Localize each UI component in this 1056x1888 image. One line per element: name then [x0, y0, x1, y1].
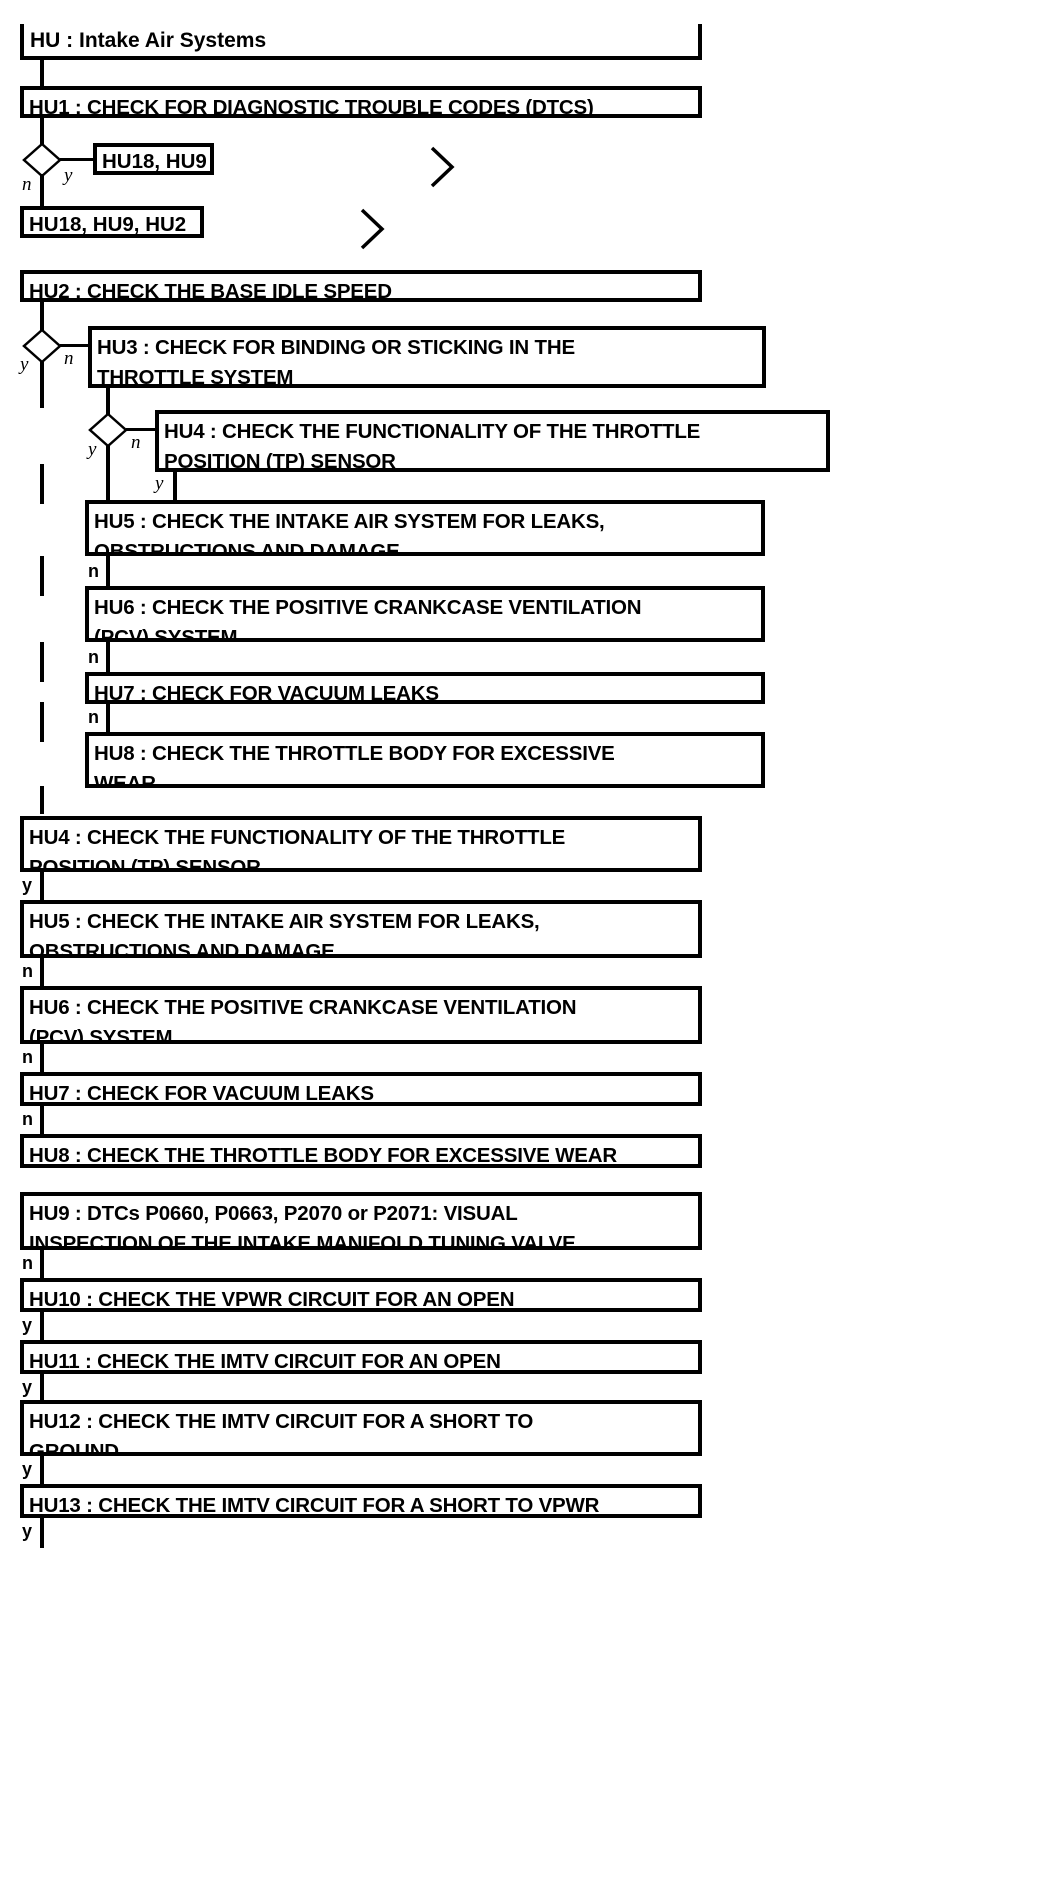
node-hu3-branch[interactable]: HU3 : CHECK FOR BINDING OR STICKING IN T… [88, 326, 766, 388]
branch-label-hu13-y: y [22, 1521, 33, 1541]
node-hu4-main[interactable]: HU4 : CHECK THE FUNCTIONALITY OF THE THR… [20, 816, 702, 872]
edge-hu4branch-yes [173, 472, 177, 502]
edge-hu4main-yes [40, 872, 44, 900]
node-hu11[interactable]: HU11 : CHECK THE IMTV CIRCUIT FOR AN OPE… [20, 1340, 702, 1374]
edge-spine-segment-6 [40, 786, 44, 814]
edge-hu13-yes [40, 1518, 44, 1548]
edge-hu5main-no [40, 958, 44, 986]
edge-hu7branch-no [106, 704, 110, 732]
branch-label-hu5main-n: n [22, 961, 33, 981]
edge-hu2-to-decision2 [40, 302, 44, 330]
branch-label-d2-y: y [20, 354, 29, 375]
branch-label-hu11-y: y [22, 1377, 33, 1397]
edge-hu1-to-decision1 [40, 118, 44, 144]
branch-label-hu6main-n: n [22, 1047, 33, 1067]
node-hu5-branch[interactable]: HU5 : CHECK THE INTAKE AIR SYSTEM FOR LE… [85, 500, 765, 556]
branch-label-d3-n: n [131, 432, 141, 453]
node-hu7-branch[interactable]: HU7 : CHECK FOR VACUUM LEAKS [85, 672, 765, 704]
node-hu8-main[interactable]: HU8 : CHECK THE THROTTLE BODY FOR EXCESS… [20, 1134, 702, 1168]
node-title[interactable]: HU : Intake Air Systems [20, 24, 702, 60]
decision-diamond-1[interactable] [22, 142, 62, 178]
branch-label-hu7main-n: n [22, 1109, 33, 1129]
branch-label-hu10-y: y [22, 1315, 33, 1335]
node-hu9[interactable]: HU9 : DTCs P0660, P0663, P2070 or P2071:… [20, 1192, 702, 1250]
node-hu7-main[interactable]: HU7 : CHECK FOR VACUUM LEAKS [20, 1072, 702, 1106]
node-hu10[interactable]: HU10 : CHECK THE VPWR CIRCUIT FOR AN OPE… [20, 1278, 702, 1312]
node-hu6-branch[interactable]: HU6 : CHECK THE POSITIVE CRANKCASE VENTI… [85, 586, 765, 642]
edge-hu10-yes [40, 1312, 44, 1340]
edge-decision1-no [40, 174, 44, 206]
title-right-stub [698, 24, 702, 60]
edge-hu6branch-no [106, 642, 110, 672]
edge-hu11-yes [40, 1374, 44, 1400]
edge-spine-segment-1 [40, 362, 44, 408]
edge-hu5branch-no [106, 556, 110, 586]
branch-label-d1-n: n [22, 174, 32, 195]
edge-hu6main-no [40, 1044, 44, 1072]
branch-label-hu6branch-n: n [88, 647, 99, 667]
branch-label-hu5branch-n: n [88, 561, 99, 581]
node-hu8-branch[interactable]: HU8 : CHECK THE THROTTLE BODY FOR EXCESS… [85, 732, 765, 788]
branch-label-d3-y: y [88, 439, 97, 460]
node-hu13[interactable]: HU13 : CHECK THE IMTV CIRCUIT FOR A SHOR… [20, 1484, 702, 1518]
edge-decision1-yes [60, 158, 95, 161]
node-hu5-main[interactable]: HU5 : CHECK THE INTAKE AIR SYSTEM FOR LE… [20, 900, 702, 958]
node-hu12[interactable]: HU12 : CHECK THE IMTV CIRCUIT FOR A SHOR… [20, 1400, 702, 1456]
node-hu4-branch[interactable]: HU4 : CHECK THE FUNCTIONALITY OF THE THR… [155, 410, 830, 472]
branch-label-hu4branch-y: y [155, 473, 164, 494]
edge-hu3-to-decision3 [106, 388, 110, 416]
node-hu1[interactable]: HU1 : CHECK FOR DIAGNOSTIC TROUBLE CODES… [20, 86, 702, 118]
edge-hu7main-no [40, 1106, 44, 1134]
edge-spine-segment-5 [40, 702, 44, 742]
edge-hu9-no [40, 1250, 44, 1278]
node-ref-hu18-hu9[interactable]: HU18, HU9 [93, 143, 214, 175]
node-ref-hu18-hu9-hu2[interactable]: HU18, HU9, HU2 [20, 206, 204, 238]
node-hu6-main[interactable]: HU6 : CHECK THE POSITIVE CRANKCASE VENTI… [20, 986, 702, 1044]
chevron-mark-1 [428, 144, 458, 190]
branch-label-hu12-y: y [22, 1459, 33, 1479]
edge-spine-segment-3 [40, 556, 44, 596]
edge-spine-segment-2 [40, 464, 44, 504]
node-hu2[interactable]: HU2 : CHECK THE BASE IDLE SPEED [20, 270, 702, 302]
edge-title-to-hu1 [40, 60, 44, 86]
edge-spine-segment-4 [40, 642, 44, 682]
branch-label-hu4main-y: y [22, 875, 33, 895]
chevron-mark-2 [358, 206, 388, 252]
edge-inner-spine-1 [106, 446, 110, 502]
branch-label-hu9-n: n [22, 1253, 33, 1273]
edge-hu12-yes [40, 1456, 44, 1484]
edge-decision3-no [126, 428, 156, 431]
branch-label-hu7branch-n: n [88, 707, 99, 727]
branch-label-d2-n: n [64, 348, 74, 369]
branch-label-d1-y: y [64, 165, 73, 186]
edge-decision2-no [60, 344, 90, 347]
